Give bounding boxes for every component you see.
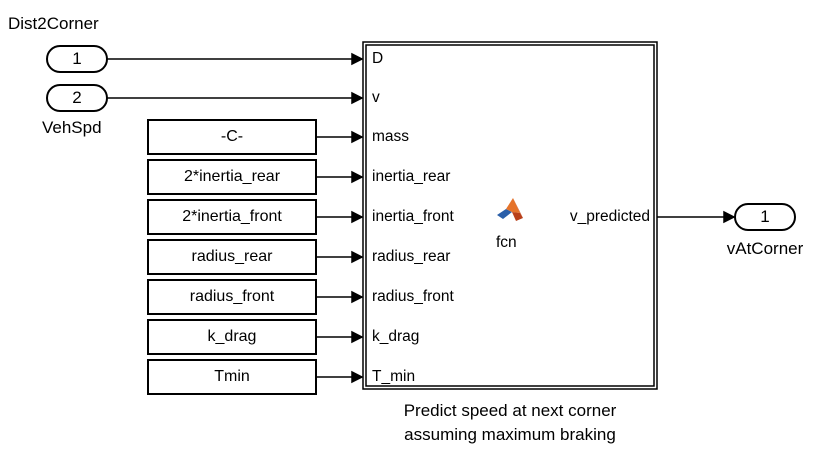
input-port-label-inertia-front: inertia_front <box>372 208 454 225</box>
arrowhead-mass <box>351 130 364 144</box>
constant-block-radius-rear[interactable] <box>147 239 317 275</box>
constant-value-radius-rear: radius_rear <box>191 248 273 265</box>
input-port-label-radius-front: radius_front <box>372 288 454 305</box>
arrowhead-tmin <box>351 370 364 384</box>
arrowhead-inertia-front <box>351 210 364 224</box>
input-port-label-inertia-rear: inertia_rear <box>372 168 451 185</box>
arrowhead-radius-rear <box>351 250 364 264</box>
constant-block-radius-front[interactable] <box>147 279 317 315</box>
function-name: fcn <box>496 234 517 251</box>
constant-value-k-drag: k_drag <box>207 328 257 345</box>
output-port-label-v-predicted: v_predicted <box>569 208 650 225</box>
signal-lines <box>107 52 736 384</box>
input-port-label-t-min: T_min <box>372 368 416 385</box>
input-port-label-d: D <box>372 50 384 67</box>
arrowhead-k-drag <box>351 330 364 344</box>
constant-value-mass: -C- <box>220 128 244 145</box>
arrowhead-v-predicted <box>723 210 736 224</box>
function-block-caption-line-1: Predict speed at next corner <box>403 401 617 420</box>
input-port-label-k-drag: k_drag <box>372 328 420 345</box>
constant-value-radius-front: radius_front <box>189 288 275 305</box>
constant-value-tmin: Tmin <box>214 368 250 385</box>
input-port-label-mass: mass <box>372 128 410 145</box>
constant-block-k-drag[interactable] <box>147 319 317 355</box>
constant-value-inertia-front: 2*inertia_front <box>182 208 282 225</box>
function-block-inner-border <box>365 44 655 387</box>
arrowhead-v <box>351 91 364 105</box>
input-port-label-v: v <box>372 89 380 106</box>
function-block[interactable] <box>362 41 658 390</box>
arrowhead-inertia-rear <box>351 170 364 184</box>
inport-1-name: Dist2Corner <box>8 14 99 33</box>
arrowhead-d <box>351 52 364 66</box>
arrowhead-radius-front <box>351 290 364 304</box>
inport-2-number: 2 <box>72 88 82 107</box>
outport-1-number: 1 <box>760 207 770 226</box>
outport-1-name: vAtCorner <box>726 239 804 258</box>
function-block-caption-line-2: assuming maximum braking <box>404 425 616 444</box>
input-port-label-radius-rear: radius_rear <box>372 248 451 265</box>
inport-2-name: VehSpd <box>42 118 102 137</box>
constant-block-tmin[interactable] <box>147 359 317 395</box>
constant-block-mass[interactable] <box>147 119 317 155</box>
matlab-logo-icon <box>497 198 523 221</box>
constant-value-inertia-rear: 2*inertia_rear <box>183 168 281 185</box>
inport-1-number: 1 <box>72 49 82 68</box>
